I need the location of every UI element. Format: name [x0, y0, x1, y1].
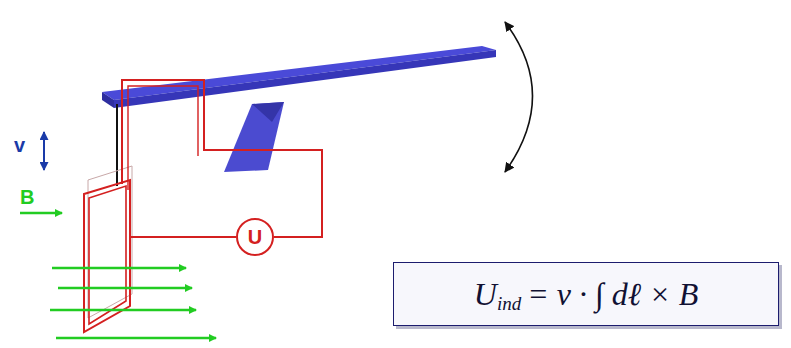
wire: [122, 80, 322, 237]
thread: [116, 104, 118, 186]
velocity-label: v: [14, 134, 25, 157]
field-line: [52, 267, 186, 270]
field-line: [50, 309, 196, 312]
field-label: B: [20, 186, 34, 209]
field-line: [56, 337, 216, 340]
pivot-wedge: [224, 102, 284, 172]
wire: [130, 236, 236, 238]
voltmeter-circle: U: [236, 218, 274, 256]
meter-symbol: U: [248, 226, 262, 249]
wire: [128, 86, 198, 190]
beam-top: [102, 46, 496, 100]
formula-text: U: [474, 276, 497, 313]
velocity-arrow: [43, 132, 45, 170]
formula-box: Uind = v · ∫ dℓ × B: [393, 262, 779, 326]
coil-inner: [89, 186, 126, 324]
pivot-shade: [252, 102, 284, 122]
formula-text: = v · ∫ dℓ × B: [527, 276, 698, 313]
formula-text: ind: [497, 293, 521, 315]
beam-end: [102, 92, 114, 108]
field-arrow: [20, 212, 62, 215]
field-line: [58, 287, 192, 290]
swing-arrow: [505, 22, 533, 172]
